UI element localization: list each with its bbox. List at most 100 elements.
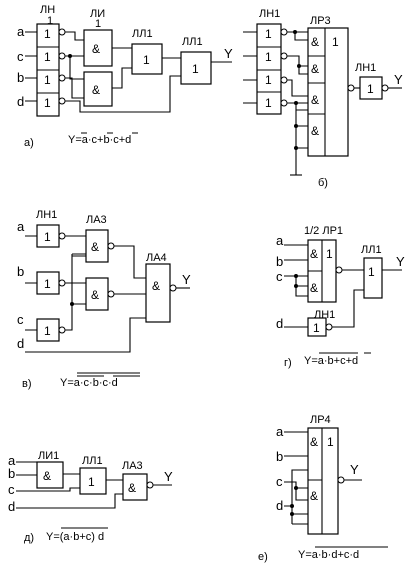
lr3-and-1: & xyxy=(311,35,319,49)
label-lr3: ЛР3 xyxy=(310,15,331,27)
ln1-symbol-2: 1 xyxy=(265,50,272,64)
circuit-v: ЛН1 ЛА3 ЛА4 a b c d 1 1 1 & & & Y в) xyxy=(17,209,191,390)
circuit-a: ЛН 1 ЛИ 1 ЛЛ1 ЛЛ1 a c b d 1 1 1 1 & & xyxy=(17,4,233,149)
inversion-bubble xyxy=(280,52,288,60)
output-y: Y xyxy=(182,272,191,287)
ln1-symbol-4: 1 xyxy=(265,96,272,110)
ln1-symbol-a: 1 xyxy=(44,230,51,244)
inversion-bubble xyxy=(146,481,154,489)
inversion-bubble xyxy=(58,232,66,240)
input-d: d xyxy=(17,336,24,351)
junction-dot xyxy=(293,30,297,34)
lr3-and-2: & xyxy=(311,62,319,76)
inversion-bubble xyxy=(280,28,288,36)
la3-and-1: & xyxy=(91,240,99,254)
input-c: c xyxy=(276,269,283,284)
ln1-symbol: 1 xyxy=(313,321,320,335)
label-la3: ЛА3 xyxy=(122,460,143,472)
ln-symbol-1: 1 xyxy=(44,27,51,41)
circuit-e: ЛР4 a b c d & & 1 Y е) Y=a·b·d+c·d xyxy=(258,414,388,563)
junction-dot xyxy=(294,101,298,105)
la4-and: & xyxy=(152,279,160,293)
input-c: c xyxy=(17,312,24,327)
input-b: b xyxy=(17,264,24,279)
ln1-inverter-column xyxy=(256,23,282,115)
inversion-bubble xyxy=(58,74,66,82)
ln1-symbol-c: 1 xyxy=(44,324,51,338)
label-lr1: 1/2 ЛР1 xyxy=(304,225,343,237)
junction-dot xyxy=(294,274,298,278)
and-symbol-1: & xyxy=(92,42,100,56)
ll1-or-gate-1 xyxy=(131,43,163,75)
output-y: Y xyxy=(224,46,233,61)
label-li: ЛИ xyxy=(90,8,105,20)
label-li-sub: 1 xyxy=(95,18,101,30)
ll1-or-gate xyxy=(79,467,107,495)
inversion-bubble xyxy=(169,284,177,292)
label-ln1-out: ЛН1 xyxy=(355,62,376,74)
lr1-and-2: & xyxy=(310,281,318,295)
inversion-bubble xyxy=(280,76,288,84)
d-bypass-wire xyxy=(65,75,181,113)
lr4-dividers xyxy=(308,428,323,534)
input-b: b xyxy=(17,70,24,85)
ll1-or-gate xyxy=(363,257,383,299)
la4-nand-gate xyxy=(145,263,171,323)
junction-dot xyxy=(294,486,298,490)
junction-dot xyxy=(294,284,298,288)
label-ln-sub: 1 xyxy=(47,15,53,27)
d-wires xyxy=(284,289,364,328)
ln1-out-symbol: 1 xyxy=(367,82,374,96)
wiring xyxy=(16,461,172,509)
li-and-gate-2 xyxy=(83,71,113,107)
label-ln: ЛН xyxy=(40,4,55,16)
ln1-symbol-b: 1 xyxy=(44,277,51,291)
label-ll1-first: ЛЛ1 xyxy=(132,28,153,40)
output-y: Y xyxy=(164,469,173,484)
lr1-or: 1 xyxy=(326,247,333,261)
and-symbol-2: & xyxy=(92,83,100,97)
input-c: c xyxy=(8,482,15,497)
input-wires xyxy=(243,31,257,104)
lr4-and-2: & xyxy=(310,489,318,503)
la3-nand-gate xyxy=(122,473,148,501)
lr3-input-wires xyxy=(287,31,308,175)
input-a: a xyxy=(276,424,284,439)
lr1-input-wires xyxy=(284,244,308,297)
inversion-bubble xyxy=(280,99,288,107)
input-wires xyxy=(25,31,37,102)
ln1-dividers xyxy=(257,46,281,93)
inversion-bubble xyxy=(58,279,66,287)
label-ll1-second: ЛЛ1 xyxy=(182,36,203,48)
lr1-dividers xyxy=(308,240,323,302)
circuit-b: ЛН1 ЛР3 ЛН1 1 1 1 1 & & & & 1 1 Y xyxy=(243,8,403,189)
label-ln1: ЛН1 xyxy=(36,209,57,221)
lr4-and-1: & xyxy=(310,435,318,449)
input-b: b xyxy=(276,449,283,464)
junction-dot xyxy=(290,504,294,508)
input-a: a xyxy=(8,453,16,468)
input-c: c xyxy=(17,49,24,64)
lr3-and-or-block xyxy=(307,27,349,157)
ll1-or: 1 xyxy=(88,475,95,489)
inversion-bubble xyxy=(58,52,66,60)
junction-dot xyxy=(297,64,301,68)
output-y: Y xyxy=(394,72,403,87)
label-ln1: ЛН1 xyxy=(259,8,280,20)
junction-dot xyxy=(294,146,298,150)
inversion-bubble xyxy=(58,326,66,334)
inversion-bubble xyxy=(58,28,66,36)
input-a: a xyxy=(17,219,25,234)
junction-dot xyxy=(68,54,72,58)
ln-dividers xyxy=(37,46,59,94)
ll1-or: 1 xyxy=(368,265,375,279)
lr4-and-or-block xyxy=(307,427,339,535)
ll1-or-gate-2 xyxy=(180,51,212,85)
formula-g: Y=a·b+c+d xyxy=(304,355,358,367)
formula-d: Y=(a·b+c) d xyxy=(46,531,104,543)
caption-g: г) xyxy=(284,357,292,369)
output-y: Y xyxy=(396,254,405,269)
caption-b: б) xyxy=(318,177,328,189)
ln1-symbol-1: 1 xyxy=(265,27,272,41)
input-b: b xyxy=(276,254,283,269)
